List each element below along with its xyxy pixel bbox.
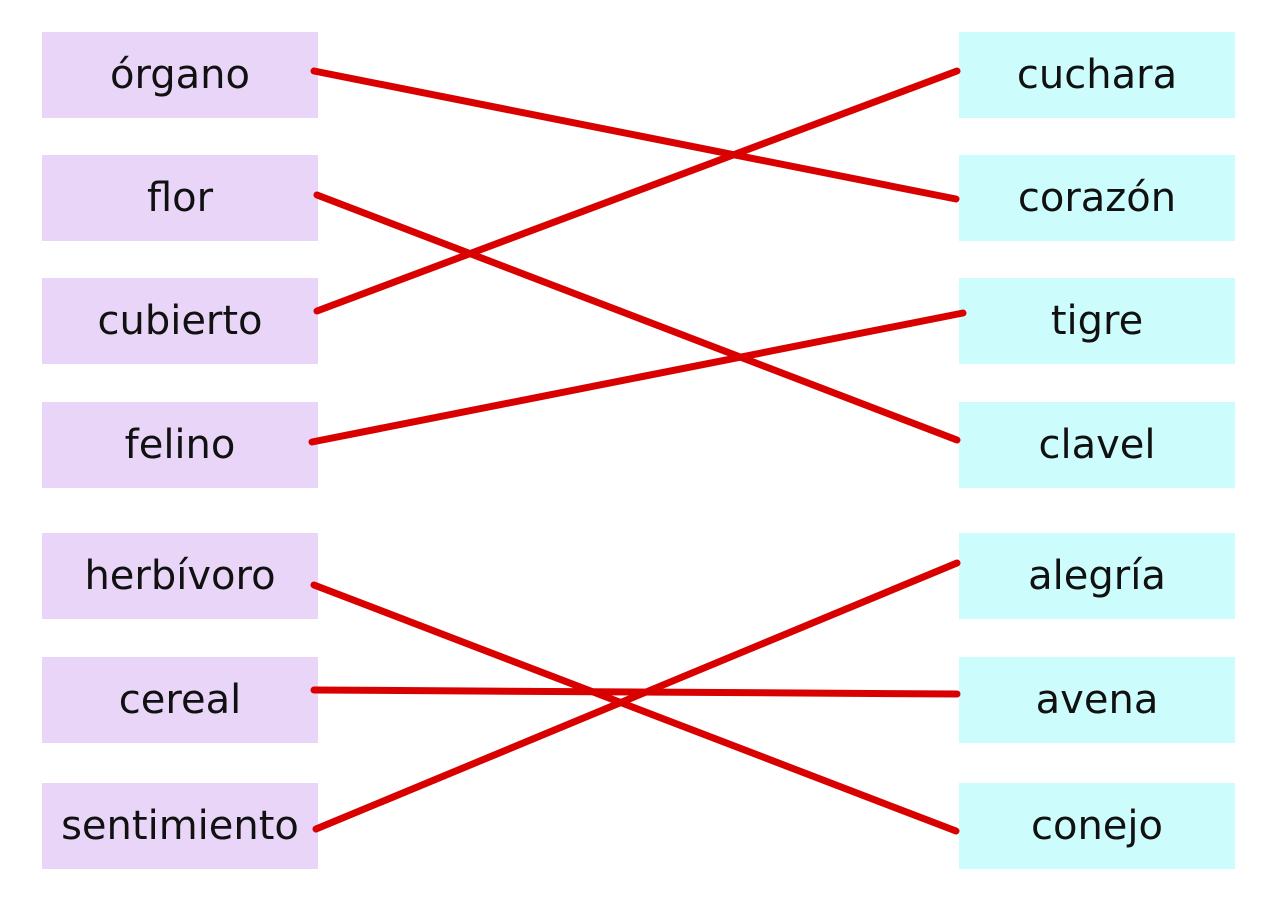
left-box-herbivoro[interactable]: herbívoro [42,533,318,619]
match-line-cereal-avena [310,686,961,698]
right-box-corazon[interactable]: corazón [959,155,1235,241]
right-box-alegria[interactable]: alegría [959,533,1235,619]
match-line-herbivoro-conejo [310,581,960,835]
match-line-flor-clavel [313,191,961,444]
right-box-tigre[interactable]: tigre [959,278,1235,364]
left-box-cubierto[interactable]: cubierto [42,278,318,364]
right-box-cuchara[interactable]: cuchara [959,32,1235,118]
left-box-flor[interactable]: flor [42,155,318,241]
right-box-conejo[interactable]: conejo [959,783,1235,869]
match-line-felino-tigre [308,309,967,446]
match-line-cubierto-cuchara [313,67,961,315]
right-box-avena[interactable]: avena [959,657,1235,743]
match-line-organo-corazon [310,67,960,203]
left-box-cereal[interactable]: cereal [42,657,318,743]
left-box-felino[interactable]: felino [42,402,318,488]
left-box-organo[interactable]: órgano [42,32,318,118]
left-box-sentimiento[interactable]: sentimiento [42,783,318,869]
match-line-sentimiento-alegria [312,559,961,833]
right-box-clavel[interactable]: clavel [959,402,1235,488]
